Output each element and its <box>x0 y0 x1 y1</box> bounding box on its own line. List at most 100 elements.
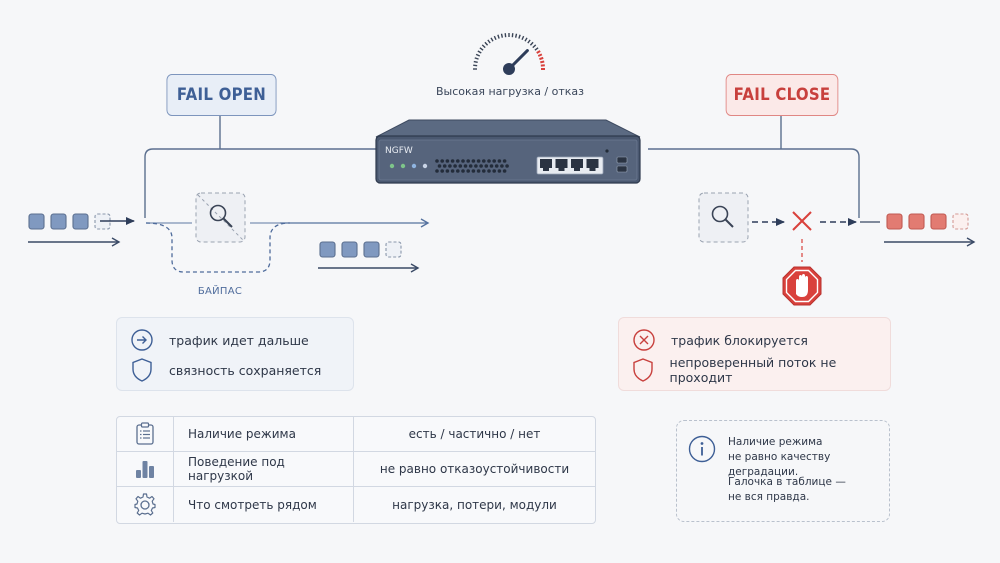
gauge-tick <box>484 41 489 46</box>
gauge-hub <box>503 63 515 75</box>
device-label: NGFW <box>385 146 413 156</box>
info-icon <box>688 435 716 467</box>
magnifier-icon <box>209 204 227 222</box>
ethernet-port <box>555 159 568 171</box>
vent-hole <box>505 164 509 168</box>
vent-hole <box>456 159 460 163</box>
criteria-table: Наличие режима есть / частично / нет Пов… <box>116 416 596 524</box>
gauge-tick <box>534 47 539 51</box>
vent-hole <box>458 164 463 168</box>
vent-hole <box>489 164 494 168</box>
status-led <box>389 163 395 169</box>
ethernet-port <box>586 159 599 171</box>
inspection-icon <box>698 192 749 243</box>
vent-hole <box>466 169 471 173</box>
vent-hole <box>497 169 502 173</box>
vent-hole <box>487 159 491 163</box>
usb-port <box>616 156 628 164</box>
vent-hole <box>450 169 455 173</box>
gauge-tick <box>518 34 521 39</box>
vent-hole <box>445 159 450 163</box>
note-line: не вся правда. <box>728 491 810 503</box>
gauge-tick <box>521 35 525 41</box>
gauge-tick <box>477 50 482 54</box>
packet <box>28 213 45 230</box>
note-text-primary: Наличие режима не равно качеству деграда… <box>728 435 889 480</box>
vent-hole <box>435 159 439 163</box>
shield-icon <box>631 357 656 383</box>
vent-hole <box>440 159 445 163</box>
gauge-tick <box>532 44 537 49</box>
vent-hole <box>445 169 450 173</box>
vent-hole <box>502 159 507 163</box>
gauge-tick <box>490 37 494 42</box>
summary-text: трафик идет дальше <box>169 332 309 348</box>
ethernet-port <box>571 159 583 171</box>
vent-hole <box>466 159 471 163</box>
packet <box>319 241 336 258</box>
vent-hole <box>494 164 499 168</box>
bar-chart-icon <box>117 452 174 486</box>
packet <box>363 241 380 258</box>
gauge-tick <box>473 60 478 64</box>
table-cell-label: Наличие режима <box>174 417 354 451</box>
bypass-path <box>145 222 291 273</box>
fail-open-connector <box>144 116 376 218</box>
info-note: Наличие режима не равно качеству деграда… <box>676 420 890 522</box>
packet <box>930 213 947 230</box>
ethernet-ports <box>536 156 604 175</box>
vent-hole <box>442 164 447 168</box>
empty-packet <box>385 241 402 258</box>
vent-hole <box>461 159 465 163</box>
table-cell-value: нагрузка, потери, модули <box>392 497 557 512</box>
vent-hole <box>487 169 491 173</box>
fail-close-summary-card: трафик блокируется непроверенный поток н… <box>618 317 891 391</box>
vent-hole <box>497 159 502 163</box>
packet <box>50 213 67 230</box>
outgoing-packets-close <box>886 213 969 230</box>
table-row: Поведение под нагрузкой не равно отказоу… <box>117 452 595 487</box>
note-line: Наличие режима <box>728 436 823 448</box>
summary-item: связность сохраняется <box>117 355 321 385</box>
vent-hole <box>435 169 439 173</box>
vent-hole <box>468 164 473 168</box>
status-led <box>400 163 406 169</box>
vent-hole <box>482 169 486 173</box>
x-circle-icon <box>631 327 657 353</box>
vent-hole <box>453 164 457 168</box>
usb-port <box>616 165 628 173</box>
vent-hole <box>476 169 481 173</box>
packet <box>908 213 925 230</box>
outgoing-packets-open <box>319 241 402 258</box>
magnifier-icon <box>711 205 729 223</box>
gauge-tick <box>500 33 504 38</box>
ngfw-device: NGFW <box>375 119 641 184</box>
empty-packet <box>952 213 969 230</box>
fail-close-connector <box>648 116 860 218</box>
packet <box>72 213 89 230</box>
gauge-tick <box>537 53 543 57</box>
note-text-secondary: Галочка в таблице — не вся правда. <box>728 475 846 505</box>
gear-icon <box>117 487 174 522</box>
vent-hole <box>474 164 478 168</box>
summary-item: трафик идет дальше <box>117 325 309 355</box>
gauge-tick <box>475 53 481 57</box>
gauge-tick <box>493 35 497 41</box>
vent-hole <box>476 159 481 163</box>
vent-hole <box>450 159 455 163</box>
vent-hole <box>461 169 465 173</box>
reset-hole <box>605 149 609 153</box>
table-row: Наличие режима есть / частично / нет <box>117 417 595 452</box>
vent-hole <box>492 159 497 163</box>
fail-open-summary-card: трафик идет дальше связность сохраняется <box>116 317 354 391</box>
vent-grille <box>435 159 509 173</box>
note-line: Галочка в таблице — <box>728 476 846 488</box>
vent-hole <box>502 169 507 173</box>
vent-hole <box>440 169 445 173</box>
gauge-tick <box>514 33 518 38</box>
vent-hole <box>471 169 476 173</box>
packet <box>341 241 358 258</box>
clipboard-list-icon <box>117 417 174 451</box>
vent-hole <box>500 164 504 168</box>
